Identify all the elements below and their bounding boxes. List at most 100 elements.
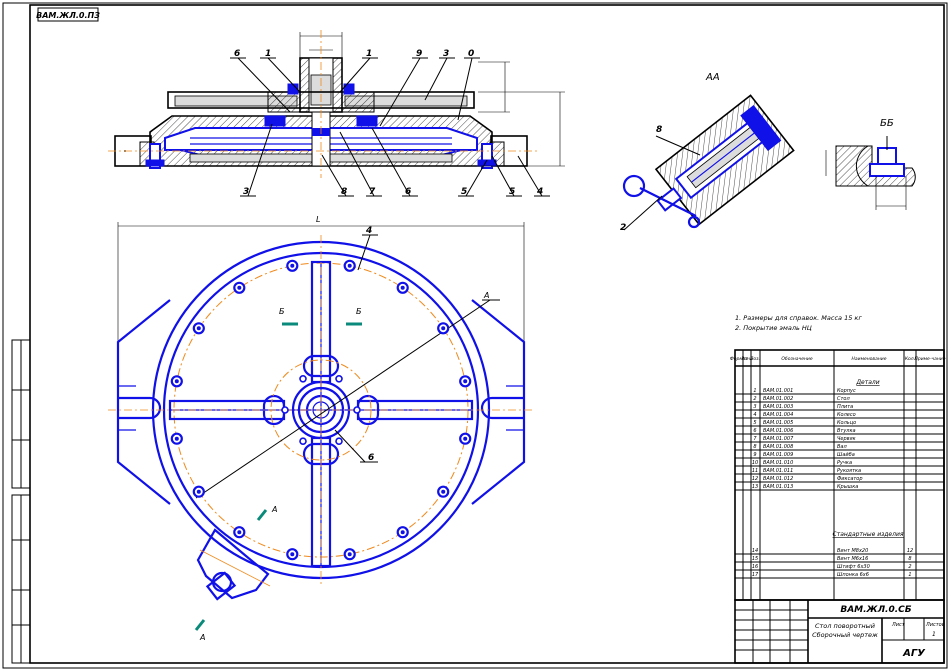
spec-row-name: Колесо — [837, 412, 856, 418]
callout-9: 9 — [416, 49, 422, 59]
spec-header-cell: Приме-чание — [914, 356, 945, 362]
cut-a-bottom: А — [199, 633, 205, 642]
bolt-hole-center — [463, 436, 468, 441]
spec-header-cell: Формат — [730, 356, 749, 362]
left-margin-stamps — [11, 339, 31, 664]
title-block: ВАМ.ЖЛ.0.СБ Стол поворотный Сборочный че… — [734, 599, 945, 664]
spec-row-pos: 6 — [753, 428, 756, 434]
callout-1b: 1 — [366, 49, 372, 59]
aa-callout-2: 2 — [620, 223, 626, 233]
spec-row-pos: 5 — [753, 420, 756, 426]
callout-b5a: 5 — [461, 187, 467, 197]
bolt-hole-center — [174, 436, 179, 441]
bolt-hole-center — [347, 552, 352, 557]
aa-callout-8: 8 — [656, 125, 662, 135]
bolt-hole-center — [347, 263, 352, 268]
spec-header-cell: Поз. — [750, 356, 760, 362]
spec-row-designation: ВАМ.01.012 — [763, 476, 793, 482]
spec-row-pos: 4 — [753, 412, 756, 418]
bolt-hole-center — [290, 552, 295, 557]
callout-3: 3 — [443, 49, 449, 59]
plan-view: L — [108, 215, 534, 642]
cut-a-top: А — [271, 505, 277, 514]
spec-row-designation: ВАМ.01.001 — [763, 388, 793, 394]
bolt-hole-center — [196, 326, 201, 331]
spec-row-pos: 9 — [753, 452, 756, 458]
callout-b4: 4 — [536, 187, 543, 197]
title-block-name-2: Сборочный чертеж — [812, 631, 878, 639]
spec-row-pos: 10 — [752, 460, 758, 466]
spec-section-details: Детали — [855, 379, 879, 386]
spec-row-name: Кольцо — [837, 420, 856, 426]
spec-header-cell: Наименование — [852, 356, 887, 362]
bolt-hole-center — [290, 263, 295, 268]
title-block-sheets-label: Листов — [925, 622, 945, 628]
spec-row-designation: ВАМ.01.011 — [763, 468, 793, 474]
section-aa-title: АА — [705, 72, 720, 83]
hub-hole — [335, 374, 343, 383]
plan-callout-4: 4 — [365, 226, 372, 236]
spec-row-name: Втулка — [837, 428, 856, 434]
spec-std-row-pos: 17 — [752, 572, 759, 578]
spec-row-name: Вал — [837, 444, 847, 450]
spec-row-pos: 12 — [752, 476, 758, 482]
spec-row-name: Червяк — [837, 436, 856, 442]
hub-hole — [299, 437, 307, 446]
spec-row-name: Крышка — [837, 484, 858, 490]
plan-callout-6: 6 — [368, 453, 374, 463]
spec-row-designation: ВАМ.01.003 — [763, 404, 793, 410]
spec-row-designation: ВАМ.01.009 — [763, 452, 793, 458]
spec-row-designation: ВАМ.01.002 — [763, 396, 793, 402]
spec-row-name: Шайба — [837, 452, 855, 458]
hub-hole — [335, 437, 343, 446]
cut-b-right: Б — [356, 307, 362, 316]
section-bb-view: ББ — [825, 118, 916, 210]
spec-row-name: Корпус — [837, 388, 856, 394]
spec-row-designation: ВАМ.01.007 — [763, 436, 794, 442]
callout-b8: 8 — [341, 187, 347, 197]
bolt-hole-center — [196, 489, 201, 494]
bolt-hole-center — [237, 530, 242, 535]
bolt-hole-center — [441, 489, 446, 494]
bolt-hole-center — [174, 379, 179, 384]
spec-row-pos: 7 — [753, 436, 757, 442]
spec-row-pos: 8 — [753, 444, 756, 450]
spec-std-row-qty: 8 — [908, 556, 911, 562]
callout-1a: 1 — [265, 49, 271, 59]
spec-std-row-pos: 14 — [752, 548, 758, 554]
spec-row-designation: ВАМ.01.004 — [763, 412, 793, 418]
callout-0: 0 — [468, 49, 474, 59]
spec-std-row-name: Винт М6х16 — [837, 556, 868, 562]
cut-b-left: Б — [279, 307, 285, 316]
note-line-2: 2. Покрытие эмаль НЦ — [735, 324, 812, 332]
spec-row-name: Стол — [837, 396, 850, 402]
hub-hole — [281, 406, 289, 414]
section-callouts: 6 1 1 9 3 0 3 8 7 6 5 5 4 — [230, 49, 550, 197]
spec-row-designation: ВАМ.01.010 — [763, 460, 793, 466]
title-block-code: ВАМ.ЖЛ.0.СБ — [840, 605, 911, 615]
spec-row-designation: ВАМ.01.005 — [763, 420, 793, 426]
hub-hole — [299, 374, 307, 383]
leader-a-label: А — [483, 291, 489, 300]
spec-std-row-name: Шпонка 6х6 — [837, 572, 869, 578]
spec-std-row-name: Штифт 6х30 — [837, 564, 870, 570]
spec-row-name: Фиксатор — [837, 476, 863, 482]
spec-row-designation: ВАМ.01.006 — [763, 428, 793, 434]
bolt-hole-center — [237, 285, 242, 290]
bolt-hole-center — [441, 326, 446, 331]
top-left-stamp-text: ВАМ.ЖЛ.0.ПЗ — [36, 11, 100, 20]
callout-b3: 3 — [243, 187, 249, 197]
title-block-org: АГУ — [902, 648, 926, 659]
callout-b7: 7 — [369, 187, 376, 197]
spec-std-row-pos: 15 — [752, 556, 758, 562]
spec-row-designation: ВАМ.01.008 — [763, 444, 793, 450]
callout-b5b: 5 — [509, 187, 515, 197]
hub-hole — [353, 406, 361, 414]
spec-header-cell: Зона — [741, 356, 753, 362]
overall-dimension-mark: L — [316, 215, 320, 224]
spec-std-row-qty: 1 — [908, 572, 911, 578]
callout-6: 6 — [234, 49, 240, 59]
